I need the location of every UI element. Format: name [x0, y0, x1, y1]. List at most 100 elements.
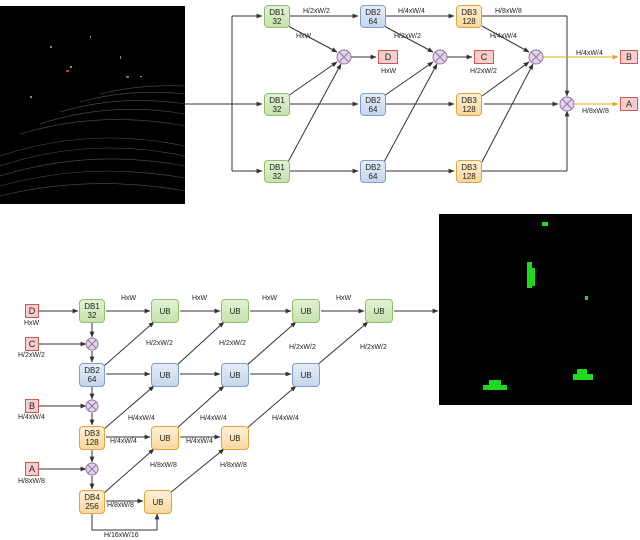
ub-r2-c1: UB: [151, 363, 179, 387]
top-db1-row1: DB1 32: [264, 5, 290, 28]
ub-r4-c1: UB: [144, 490, 172, 514]
bl-h16w16: H/16xW/16: [104, 532, 139, 539]
block-channels: 256: [85, 502, 99, 511]
top-connections: [185, 13, 570, 174]
top-output-c: C: [474, 50, 494, 64]
block-channels: 64: [368, 16, 378, 26]
output-segmentation-image: [439, 214, 632, 405]
mult-node-3: [528, 49, 544, 65]
top-label-a: H/8xW/8: [582, 108, 609, 115]
top-db1-row3: DB1 32: [264, 160, 290, 183]
bottom-input-c: C: [25, 337, 39, 351]
top-label-h4w4: H/4xW/4: [398, 8, 425, 15]
bl-h8w8-3: H/8xW/8: [107, 502, 134, 509]
bl-h8w8-2: H/8xW/8: [220, 462, 247, 469]
ub-r1-c4: UB: [365, 299, 393, 323]
ub-r1-c3: UB: [292, 299, 320, 323]
top-label-b: H/4xW/4: [576, 50, 603, 57]
block-name: DB3: [461, 95, 477, 105]
top-db1-row2: DB1 32: [264, 93, 290, 116]
bl-h4w4-2: H/4xW/4: [200, 415, 227, 422]
mult-node-4: [559, 96, 575, 112]
bl-h4w4-5: H/4xW/4: [186, 438, 213, 445]
top-output-a: A: [620, 97, 638, 111]
bottom-db4: DB4 256: [79, 490, 105, 514]
bl-hxw-4: HxW: [336, 295, 352, 302]
bl-h2w2-3: H/2xW/2: [289, 344, 316, 351]
ub-r1-c1: UB: [151, 299, 179, 323]
bottom-label-a: H/8xW/8: [18, 478, 45, 485]
input-point-cloud-image: [0, 6, 185, 204]
ub-r2-c2: UB: [221, 363, 249, 387]
bl-h2w2-1: H/2xW/2: [146, 340, 173, 347]
top-db3-row1: DB3 128: [456, 5, 482, 28]
block-channels: 128: [462, 16, 476, 26]
bottom-input-a: A: [25, 462, 39, 476]
top-output-d: D: [378, 50, 398, 64]
top-db2-row3: DB2 64: [360, 160, 386, 183]
top-db2-row2: DB2 64: [360, 93, 386, 116]
ub-r3-c2: UB: [221, 426, 249, 450]
bl-h4w4-3: H/4xW/4: [272, 415, 299, 422]
top-mult-nodes: [336, 49, 575, 112]
bottom-input-b: B: [25, 399, 39, 413]
block-name: DB1: [84, 302, 100, 311]
bl-h2w2-2: H/2xW/2: [219, 340, 246, 347]
top-label-d: HxW: [381, 68, 397, 75]
block-channels: 32: [272, 171, 282, 181]
top-db2-row1: DB2 64: [360, 5, 386, 28]
block-name: DB1: [269, 162, 285, 172]
block-name: DB1: [269, 95, 285, 105]
top-label-h2w2: H/2xW/2: [303, 8, 330, 15]
mult-node-1: [336, 49, 352, 65]
bottom-input-d: D: [25, 304, 39, 318]
bottom-label-d: HxW: [24, 320, 40, 327]
bottom-label-b: H/4xW/4: [18, 414, 45, 421]
block-name: DB1: [269, 7, 285, 17]
bl-hxw-1: HxW: [121, 295, 137, 302]
block-name: DB3: [461, 7, 477, 17]
bottom-connections: [39, 308, 439, 531]
ub-r2-c3: UB: [292, 363, 320, 387]
bottom-db2: DB2 64: [79, 363, 105, 387]
ub-r3-c1: UB: [151, 426, 179, 450]
top-label-h4w4-b: H/4xW/4: [490, 33, 517, 40]
bl-h8w8-1: H/8xW/8: [150, 462, 177, 469]
bottom-label-c: H/2xW/2: [18, 352, 45, 359]
block-channels: 128: [85, 438, 99, 447]
bl-hxw-2: HxW: [192, 295, 208, 302]
block-channels: 32: [87, 311, 97, 320]
block-name: DB3: [84, 429, 100, 438]
top-label-c: H/2xW/2: [470, 68, 497, 75]
top-output-arrows: [543, 54, 619, 107]
block-channels: 64: [368, 171, 378, 181]
top-db3-row2: DB3 128: [456, 93, 482, 116]
block-name: DB2: [365, 162, 381, 172]
block-name: DB2: [365, 7, 381, 17]
block-channels: 64: [368, 104, 378, 114]
block-channels: 64: [87, 375, 97, 384]
top-label-hxw: HxW: [296, 33, 312, 40]
bl-hxw-3: HxW: [262, 295, 278, 302]
bl-h4w4-1: H/4xW/4: [128, 415, 155, 422]
block-name: DB4: [84, 493, 100, 502]
block-channels: 32: [272, 104, 282, 114]
top-label-h2w2-b: H/2xW/2: [394, 33, 421, 40]
block-channels: 32: [272, 16, 282, 26]
bottom-db3: DB3 128: [79, 426, 105, 450]
block-name: DB2: [365, 95, 381, 105]
top-db3-row3: DB3 128: [456, 160, 482, 183]
block-channels: 128: [462, 104, 476, 114]
mult-node-2: [432, 49, 448, 65]
bl-h4w4-4: H/4xW/4: [110, 438, 137, 445]
block-name: DB2: [84, 366, 100, 375]
block-channels: 128: [462, 171, 476, 181]
top-output-b: B: [620, 50, 638, 64]
bottom-mult-nodes: [85, 337, 99, 476]
bottom-db1: DB1 32: [79, 299, 105, 323]
top-label-h8w8: H/8xW/8: [495, 8, 522, 15]
block-name: DB3: [461, 162, 477, 172]
ub-r1-c2: UB: [221, 299, 249, 323]
bl-h2w2-4: H/2xW/2: [360, 344, 387, 351]
